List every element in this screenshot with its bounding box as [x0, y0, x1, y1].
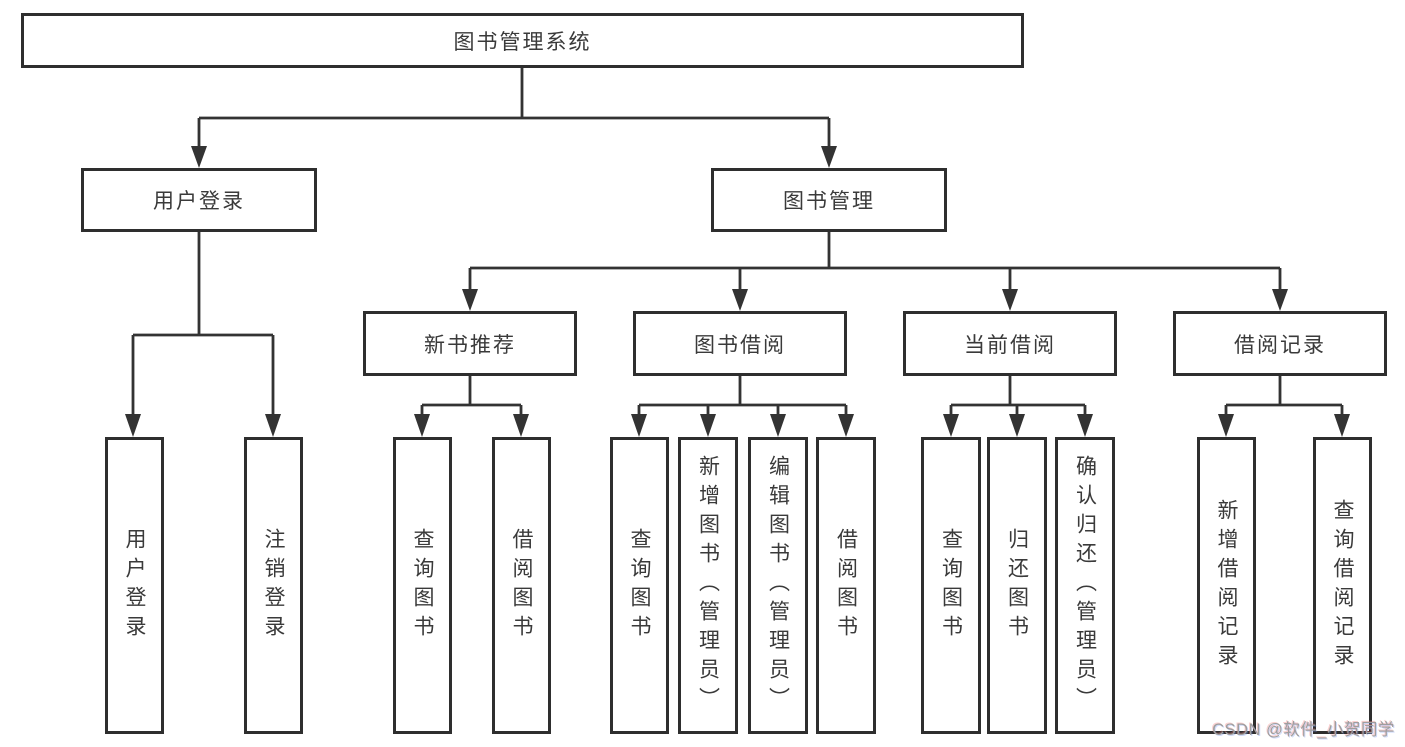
node-label: 图书借阅 [694, 333, 786, 357]
leaf-label: 新增借阅记录 [1215, 498, 1238, 673]
leaf-label: 归还图书 [1005, 527, 1029, 644]
node-new-book-recommend: 新书推荐 [363, 311, 577, 376]
leaf-label: 查询图书 [939, 527, 963, 644]
leaf-logout: 注销登录 [244, 437, 303, 734]
leaf-add-borrow-record: 新增借阅记录 [1197, 437, 1256, 734]
node-book-management-module: 图书管理 [711, 168, 947, 232]
node-current-borrow: 当前借阅 [903, 311, 1117, 376]
leaf-borrow-books: 借阅图书 [816, 437, 876, 734]
leaf-label: 用户登录 [123, 527, 146, 644]
leaf-label: 注销登录 [262, 527, 285, 644]
csdn-watermark: CSDN @软件_小贺同学 [1212, 721, 1395, 739]
node-borrow-records: 借阅记录 [1173, 311, 1387, 376]
node-root-system: 图书管理系统 [21, 13, 1024, 68]
leaf-label: 借阅图书 [510, 527, 533, 644]
leaf-add-books-admin: 新增图书（管理员） [678, 437, 738, 734]
leaf-query-books-borrow: 查询图书 [610, 437, 669, 734]
leaf-label: 借阅图书 [834, 527, 858, 644]
leaf-label: 新增图书（管理员） [696, 455, 720, 716]
leaf-query-borrow-record: 查询借阅记录 [1313, 437, 1372, 734]
leaf-label: 确认归还（管理员） [1073, 455, 1097, 716]
node-user-login-module: 用户登录 [81, 168, 317, 232]
leaf-edit-books-admin: 编辑图书（管理员） [748, 437, 808, 734]
leaf-label: 查询图书 [628, 527, 651, 644]
node-label: 借阅记录 [1234, 333, 1326, 357]
leaf-query-books-current: 查询图书 [921, 437, 981, 734]
leaf-borrow-books-recommend: 借阅图书 [492, 437, 551, 734]
leaf-query-books-recommend: 查询图书 [393, 437, 452, 734]
node-label: 新书推荐 [424, 333, 516, 357]
node-label: 用户登录 [153, 190, 245, 213]
node-book-borrow: 图书借阅 [633, 311, 847, 376]
leaf-label: 查询借阅记录 [1331, 498, 1354, 673]
leaf-return-books: 归还图书 [987, 437, 1047, 734]
leaf-label: 查询图书 [411, 527, 434, 644]
leaf-confirm-return-admin: 确认归还（管理员） [1055, 437, 1115, 734]
node-label: 当前借阅 [964, 333, 1056, 357]
leaf-label: 编辑图书（管理员） [766, 455, 790, 716]
node-root-label: 图书管理系统 [453, 30, 592, 54]
node-label: 图书管理 [783, 190, 875, 213]
leaf-user-login: 用户登录 [105, 437, 164, 734]
